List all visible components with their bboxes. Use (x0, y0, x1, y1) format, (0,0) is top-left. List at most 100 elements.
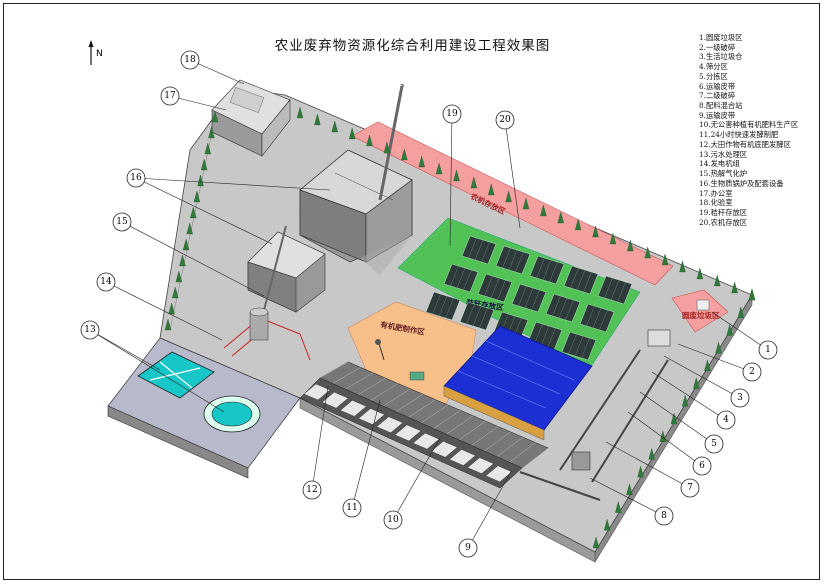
callout-marker: 13 (80, 320, 100, 340)
legend-item: 10.无公害种植有机肥料生产区 (699, 120, 799, 130)
callout-marker: 14 (96, 272, 116, 292)
tree (592, 225, 599, 238)
callout-marker: 20 (495, 110, 515, 130)
legend-item: 8.配料混合站 (699, 101, 743, 111)
tree (704, 359, 711, 372)
callout-marker: 1 (758, 340, 778, 360)
callout-number: 6 (699, 461, 705, 471)
callout-number: 18 (184, 55, 196, 65)
tree (637, 465, 644, 478)
tree-row (164, 106, 756, 549)
tree (168, 302, 175, 315)
callout-number: 20 (499, 115, 511, 125)
legend-item: 6.运输皮带 (699, 81, 736, 91)
callout-number: 13 (84, 325, 96, 335)
callout-marker: 4 (716, 410, 736, 430)
tree (592, 536, 600, 549)
garbage-area-label: 圆废垃圾区 (682, 310, 720, 320)
tree (331, 120, 338, 133)
reactor-tower (249, 307, 269, 341)
callout-marker: 8 (654, 506, 674, 526)
tree (190, 206, 197, 219)
tree (172, 286, 179, 299)
tree (679, 260, 686, 273)
legend-item: 5.分拣区 (699, 71, 728, 81)
tree (186, 222, 193, 235)
tree (626, 483, 633, 496)
tree (193, 190, 201, 203)
garbage-area (671, 289, 729, 333)
callout-marker: 6 (692, 456, 712, 476)
processing-cell (321, 391, 349, 409)
fertilizer-machine (375, 339, 425, 381)
tree (435, 162, 443, 175)
callout-number: 15 (116, 217, 128, 227)
legend-item: 7.二级破碎 (699, 91, 736, 101)
north-arrow-icon: N (86, 40, 106, 66)
conveyor-belt (519, 471, 601, 501)
tree (522, 197, 530, 210)
tree (197, 174, 204, 187)
callout-number: 5 (711, 439, 717, 449)
tree (670, 412, 678, 425)
tree (648, 447, 655, 460)
tree (737, 306, 745, 318)
tree (661, 253, 669, 266)
legend-item: 11.24小时快速发酵制肥 (699, 130, 779, 140)
tree (540, 204, 547, 217)
tree (175, 270, 183, 283)
roof-ridges (457, 340, 575, 409)
callout-number: 9 (465, 543, 471, 553)
drawing-frame (3, 3, 820, 580)
tree (200, 158, 208, 171)
processing-cell (485, 465, 513, 483)
tree (211, 110, 219, 123)
legend-item: 17.办公室 (699, 188, 733, 198)
callout-number: 10 (387, 515, 399, 525)
callout-number: 1 (765, 345, 771, 355)
callout-marker: 2 (742, 362, 762, 382)
callout-number: 17 (164, 91, 176, 101)
tree (470, 176, 478, 189)
processing-cell (303, 383, 331, 401)
callout-marker: 17 (160, 86, 180, 106)
north-label: N (96, 49, 103, 59)
processing-cell (467, 457, 495, 474)
tree (182, 238, 190, 251)
tree (179, 254, 186, 267)
gasifier-house (247, 225, 326, 313)
callout-number: 8 (661, 511, 667, 521)
callout-number: 12 (306, 485, 317, 495)
tree (714, 274, 721, 287)
legend-item: 19.秸秆存放区 (699, 207, 748, 217)
callout-leaders (89, 59, 769, 549)
tree (726, 323, 733, 336)
legend-item: 13.污水处理区 (699, 149, 748, 159)
callout-number: 7 (687, 483, 693, 493)
processing-cell (358, 408, 385, 425)
tree (715, 341, 722, 354)
conveyor-belt (559, 349, 641, 471)
callout-marker: 18 (180, 50, 200, 70)
diagram-title: 农业废弃物资源化综合利用建设工程效果图 (274, 38, 551, 54)
tree (383, 141, 391, 154)
tree (557, 211, 564, 224)
tree (488, 183, 495, 196)
processing-cell (449, 449, 476, 466)
machinery-storage-area (351, 121, 674, 286)
tree (603, 518, 611, 531)
callout-marker: 16 (126, 168, 146, 188)
legend-item: 15.热解气化炉 (699, 169, 748, 179)
office-lab-building (211, 79, 291, 157)
callout-number: 11 (346, 503, 357, 513)
processing-cell (339, 400, 367, 417)
legend-item: 20.农机存放区 (699, 217, 748, 227)
callout-marker: 7 (680, 478, 700, 498)
fermentation-shed-wall (443, 385, 545, 441)
tree (644, 246, 651, 259)
conveyor-belt (591, 359, 669, 483)
tree (366, 134, 373, 147)
legend-item: 1.圆废垃圾区 (699, 33, 743, 42)
